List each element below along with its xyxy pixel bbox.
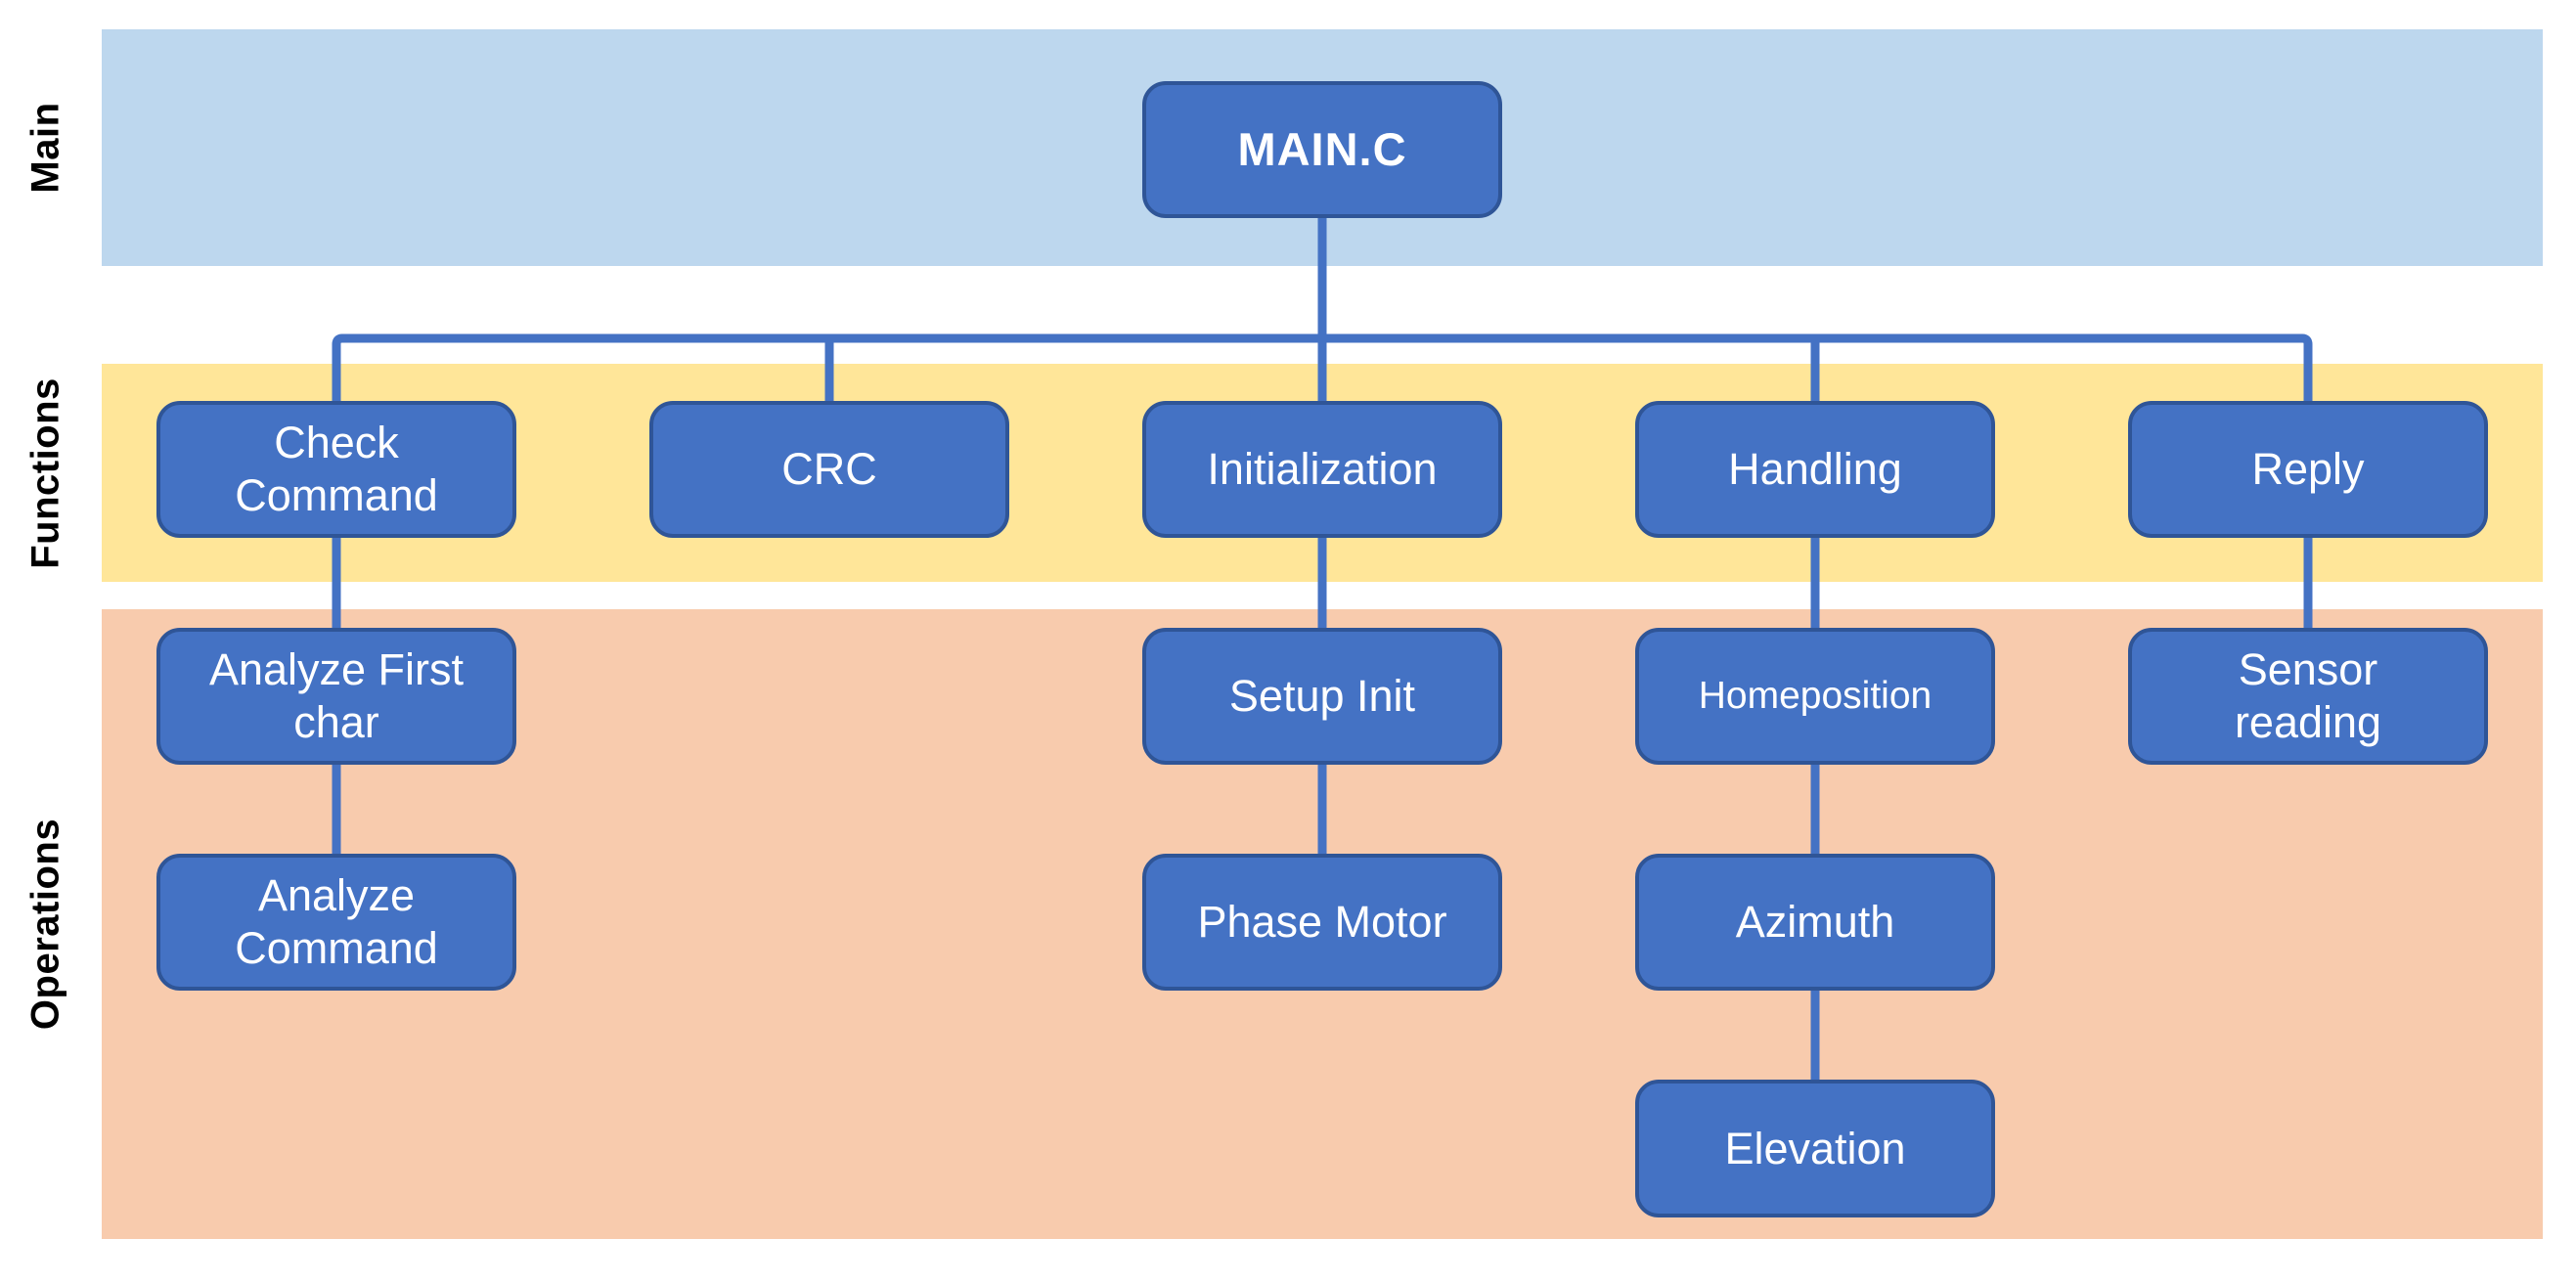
node-reply: Reply <box>2128 401 2488 538</box>
node-sensor-reading-label: Sensor reading <box>2234 644 2382 747</box>
node-azimuth-label: Azimuth <box>1735 897 1895 947</box>
node-sensor-reading: Sensor reading <box>2128 628 2488 765</box>
node-homeposition: Homeposition <box>1635 628 1995 765</box>
node-crc-label: CRC <box>781 444 877 494</box>
node-analyze-first-char-label: Analyze First char <box>208 644 465 747</box>
node-phase-motor: Phase Motor <box>1142 854 1502 991</box>
node-main-c-label: MAIN.C <box>1237 122 1407 175</box>
node-azimuth: Azimuth <box>1635 854 1995 991</box>
node-handling-label: Handling <box>1728 444 1902 494</box>
node-reply-label: Reply <box>2251 444 2365 494</box>
node-setup-init: Setup Init <box>1142 628 1502 765</box>
node-check-command-label: Check Command <box>235 418 438 520</box>
node-setup-init-label: Setup Init <box>1228 671 1416 721</box>
node-initialization: Initialization <box>1142 401 1502 538</box>
node-phase-motor-label: Phase Motor <box>1197 897 1447 947</box>
node-elevation: Elevation <box>1635 1080 1995 1217</box>
node-analyze-command-label: Analyze Command <box>235 870 438 973</box>
node-analyze-command: Analyze Command <box>156 854 516 991</box>
node-initialization-label: Initialization <box>1207 444 1438 494</box>
node-handling: Handling <box>1635 401 1995 538</box>
node-main-c: MAIN.C <box>1142 81 1502 218</box>
node-check-command: Check Command <box>156 401 516 538</box>
node-crc: CRC <box>649 401 1009 538</box>
node-elevation-label: Elevation <box>1724 1123 1906 1173</box>
node-homeposition-label: Homeposition <box>1698 674 1932 717</box>
node-analyze-first-char: Analyze First char <box>156 628 516 765</box>
